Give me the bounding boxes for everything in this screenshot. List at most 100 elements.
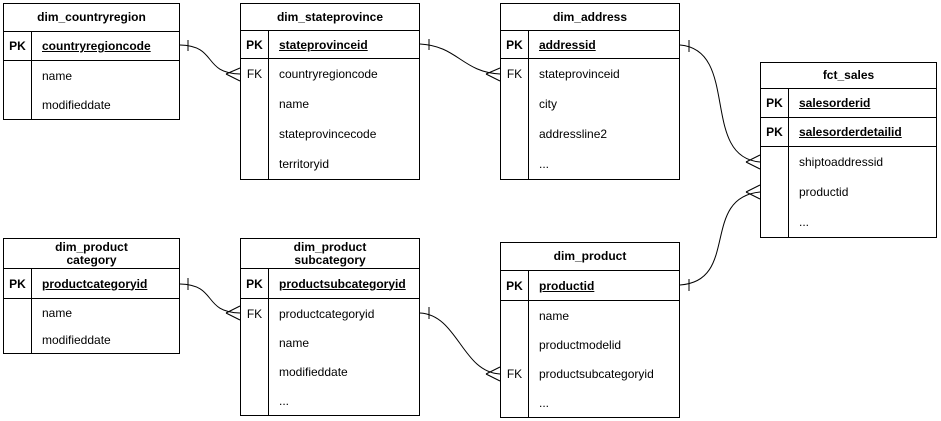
entity-dim-product: dim_product PK productid name productmod… (500, 242, 680, 418)
field-label: ... (539, 395, 550, 410)
entity-title: dim_product subcategory (241, 239, 419, 269)
crowfoot-many-icon (225, 305, 241, 321)
field-label: name (42, 68, 73, 83)
pk-badge: PK (501, 271, 529, 300)
row-modifieddate: modifieddate (241, 357, 419, 386)
row-name: name (4, 299, 179, 326)
entity-title-line: dim_address (552, 9, 628, 24)
row-addressid: PK addressid (501, 31, 679, 59)
field-label: salesorderdetailid (799, 125, 902, 139)
connector-product-fctsales (679, 184, 761, 291)
entity-title-line: dim_product (55, 239, 128, 254)
field-label: stateprovincecode (279, 127, 377, 141)
row-shiptoaddressid: shiptoaddressid (761, 147, 936, 177)
relationship-line (679, 44, 761, 163)
field-label: stateprovinceid (279, 37, 368, 52)
row-name: name (241, 328, 419, 357)
field-label: stateprovinceid (539, 67, 620, 81)
entity-title: dim_product (501, 243, 679, 271)
entity-title-line: subcategory (294, 252, 366, 267)
row-ellipsis: ... (241, 386, 419, 415)
key-cell (501, 89, 529, 119)
field-label: name (42, 305, 73, 320)
fk-badge: FK (241, 299, 269, 328)
connector-category-subcategory (179, 278, 241, 321)
entity-title-line: dim_product (293, 239, 367, 254)
field-label: productsubcategoryid (539, 366, 654, 381)
connector-countryregion-stateprovince (179, 40, 241, 82)
field-label: countryregioncode (279, 67, 378, 81)
field-label: countryregioncode (42, 39, 151, 53)
field-label: name (279, 335, 310, 350)
entity-dim-productsubcategory: dim_product subcategory PK productsubcat… (240, 238, 420, 416)
entity-dim-countryregion: dim_countryregion PK countryregioncode n… (3, 3, 180, 120)
crowfoot-many-icon (485, 366, 501, 382)
row-stateprovinceid: FK stateprovinceid (501, 59, 679, 89)
row-productcategoryid: FK productcategoryid (241, 299, 419, 328)
key-cell (761, 177, 789, 207)
entity-title: dim_product category (4, 239, 179, 269)
connector-address-fctsales (679, 40, 761, 170)
field-label: salesorderid (799, 96, 871, 110)
key-cell (241, 357, 269, 386)
key-cell (501, 301, 529, 330)
relationship-line (419, 43, 501, 75)
field-label: name (539, 308, 570, 323)
key-cell (761, 147, 789, 177)
crowfoot-many-icon (485, 67, 501, 82)
pk-badge: PK (761, 89, 789, 117)
field-label: modifieddate (42, 332, 111, 347)
entity-dim-productcategory: dim_product category PK productcategoryi… (3, 238, 180, 354)
row-name: name (241, 89, 419, 119)
key-cell (241, 386, 269, 415)
crowfoot-many-icon (745, 184, 761, 200)
relationship-line (179, 283, 241, 314)
field-label: productmodelid (539, 337, 622, 352)
field-label: territoryid (279, 157, 330, 171)
key-cell (4, 61, 32, 90)
key-cell (501, 149, 529, 179)
row-productcategoryid: PK productcategoryid (4, 269, 179, 299)
entity-title-line: category (66, 252, 117, 267)
field-label: addressid (539, 37, 596, 52)
field-label: productid (799, 185, 849, 199)
entity-dim-address: dim_address PK addressid FK stateprovinc… (500, 3, 680, 180)
row-stateprovinceid: PK stateprovinceid (241, 31, 419, 59)
row-name: name (501, 301, 679, 330)
field-label: productid (539, 278, 595, 293)
key-cell (4, 90, 32, 119)
row-ellipsis: ... (501, 149, 679, 179)
row-modifieddate: modifieddate (4, 90, 179, 119)
row-modifieddate: modifieddate (4, 326, 179, 353)
row-name: name (4, 61, 179, 90)
entity-title-line: dim_countryregion (37, 10, 146, 24)
row-productid: PK productid (501, 271, 679, 301)
entity-title-line: fct_sales (822, 68, 875, 82)
row-productsubcategoryid: FK productsubcategoryid (501, 359, 679, 388)
entity-title: dim_countryregion (4, 4, 179, 32)
pk-badge: PK (241, 269, 269, 298)
pk-badge: PK (4, 32, 32, 60)
entity-title: dim_address (501, 4, 679, 31)
field-label: city (539, 97, 557, 111)
relationship-line (419, 312, 501, 375)
field-label: modifieddate (42, 97, 111, 112)
crowfoot-many-icon (745, 154, 761, 170)
fk-badge: FK (501, 359, 529, 388)
field-label: modifieddate (279, 364, 348, 379)
connector-subcategory-product (419, 307, 501, 382)
row-salesorderid: PK salesorderid (761, 89, 936, 118)
row-city: city (501, 89, 679, 119)
pk-badge: PK (4, 269, 32, 298)
row-productid: productid (761, 177, 936, 207)
field-label: ... (279, 393, 290, 408)
key-cell (4, 299, 32, 326)
row-salesorderdetailid: PK salesorderdetailid (761, 118, 936, 147)
row-countryregioncode: PK countryregioncode (4, 32, 179, 61)
entity-title-line: dim_product (553, 249, 627, 263)
connector-stateprovince-address (419, 39, 501, 82)
field-label: ... (799, 215, 810, 229)
pk-badge: PK (241, 31, 269, 58)
key-cell (241, 89, 269, 119)
pk-badge: PK (761, 118, 789, 146)
